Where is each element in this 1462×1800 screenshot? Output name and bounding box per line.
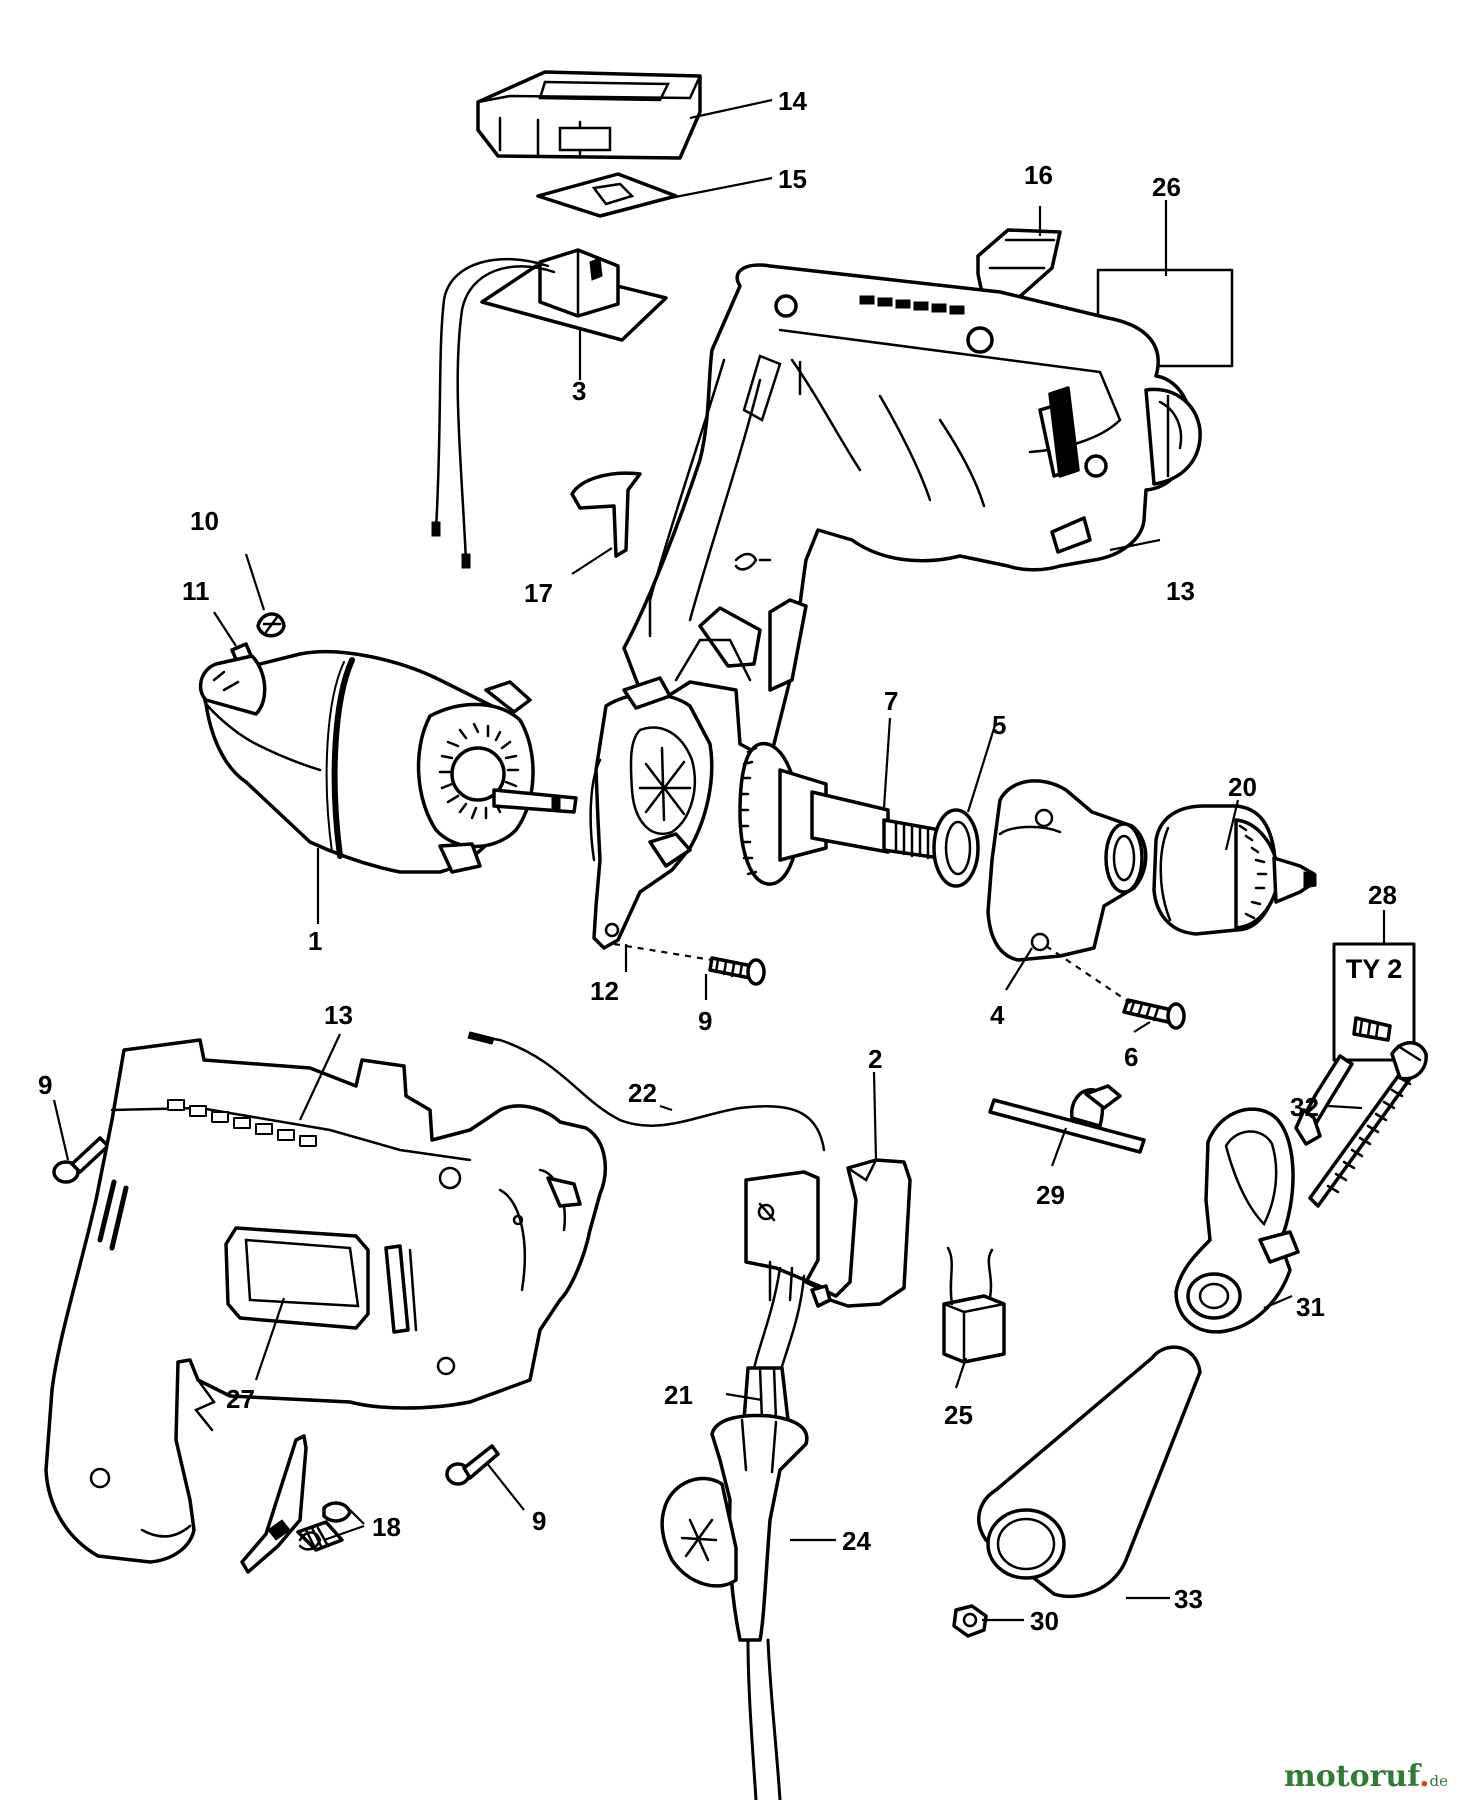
label-2: 2: [868, 1044, 882, 1074]
part-32-bolt: [1294, 1041, 1428, 1208]
label-15: 15: [778, 164, 807, 194]
part-13-housing-half-lower: [44, 1038, 608, 1564]
type-box-text: TY 2: [1346, 954, 1403, 984]
part-12-end-bracket: [589, 676, 714, 950]
part-10-spring: [256, 612, 286, 638]
part-4-gear-case: [986, 779, 1148, 962]
part-2-trigger-switch: [744, 1158, 912, 1382]
part-18-lock-button: [240, 1434, 352, 1574]
part-16-clip: [976, 228, 1062, 304]
part-31-handle-ring: [1174, 1107, 1300, 1334]
part-25-capacitor: [942, 1246, 1006, 1364]
part-3-switch-module: [431, 248, 668, 569]
part-33-handle-grip: [977, 1345, 1202, 1599]
label-6: 6: [1124, 1042, 1138, 1072]
label-20: 20: [1228, 772, 1257, 802]
label-7: 7: [884, 686, 898, 716]
label-4: 4: [990, 1000, 1005, 1030]
label-1: 1: [308, 926, 322, 956]
watermark-dot: .: [1419, 1759, 1430, 1794]
watermark-tld: de: [1429, 1772, 1448, 1790]
label-9-a: 9: [698, 1006, 712, 1036]
motoruf-watermark: motoruf.de: [1284, 1759, 1448, 1794]
part-14-switch-cover: [476, 70, 702, 160]
part-7-spindle-gear: [738, 742, 942, 886]
label-31: 31: [1296, 1292, 1325, 1322]
label-29: 29: [1036, 1180, 1065, 1210]
label-13-lower: 13: [324, 1000, 353, 1030]
part-24-cord-protector: [660, 1413, 809, 1800]
label-28: 28: [1368, 880, 1397, 910]
part-15-switch-plate: [536, 172, 678, 218]
part-22-wire: [467, 1031, 826, 1152]
vent-slots: [859, 295, 965, 315]
part-21-cord-sleeve: [742, 1366, 790, 1422]
part-9-screw-c: [445, 1444, 500, 1486]
part-5-washer: [932, 808, 980, 888]
label-30: 30: [1030, 1606, 1059, 1636]
label-21: 21: [664, 1380, 693, 1410]
label-24: 24: [842, 1526, 871, 1556]
label-13-upper: 13: [1166, 576, 1195, 606]
watermark-brand: motoruf: [1283, 1759, 1420, 1794]
label-32: 32: [1290, 1092, 1319, 1122]
label-12: 12: [590, 976, 619, 1006]
label-5: 5: [992, 710, 1006, 740]
label-26: 26: [1152, 172, 1181, 202]
label-25: 25: [944, 1400, 973, 1430]
label-22: 22: [628, 1078, 657, 1108]
callout-labels: 14 15 3 16 26 13 10 11 17 1 12 9 7 5 4 6…: [38, 86, 1397, 1636]
part-9-screw-a: [708, 956, 766, 986]
label-14: 14: [778, 86, 807, 116]
label-18: 18: [372, 1512, 401, 1542]
part-17-bracket: [570, 471, 642, 558]
vent-slots-lower: [167, 1099, 317, 1147]
part-30-nut: [952, 1604, 988, 1638]
label-3: 3: [572, 376, 586, 406]
part-29-chuck-key: [988, 1084, 1146, 1154]
label-9-c: 9: [532, 1506, 546, 1536]
label-11: 11: [182, 576, 210, 606]
part-6-screw: [1122, 998, 1186, 1030]
leader-lines: [52, 98, 1386, 1622]
label-33: 33: [1174, 1584, 1203, 1614]
part-20-chuck: [1152, 804, 1317, 936]
part-1-motor-field: [198, 650, 578, 874]
label-27: 27: [226, 1384, 255, 1414]
part-13-housing-half-upper: [622, 263, 1202, 762]
part-28-type-box: TY 2: [1332, 942, 1416, 1062]
label-17: 17: [524, 578, 553, 608]
label-16: 16: [1024, 160, 1053, 190]
label-9-b: 9: [38, 1070, 52, 1100]
label-10: 10: [190, 506, 219, 536]
